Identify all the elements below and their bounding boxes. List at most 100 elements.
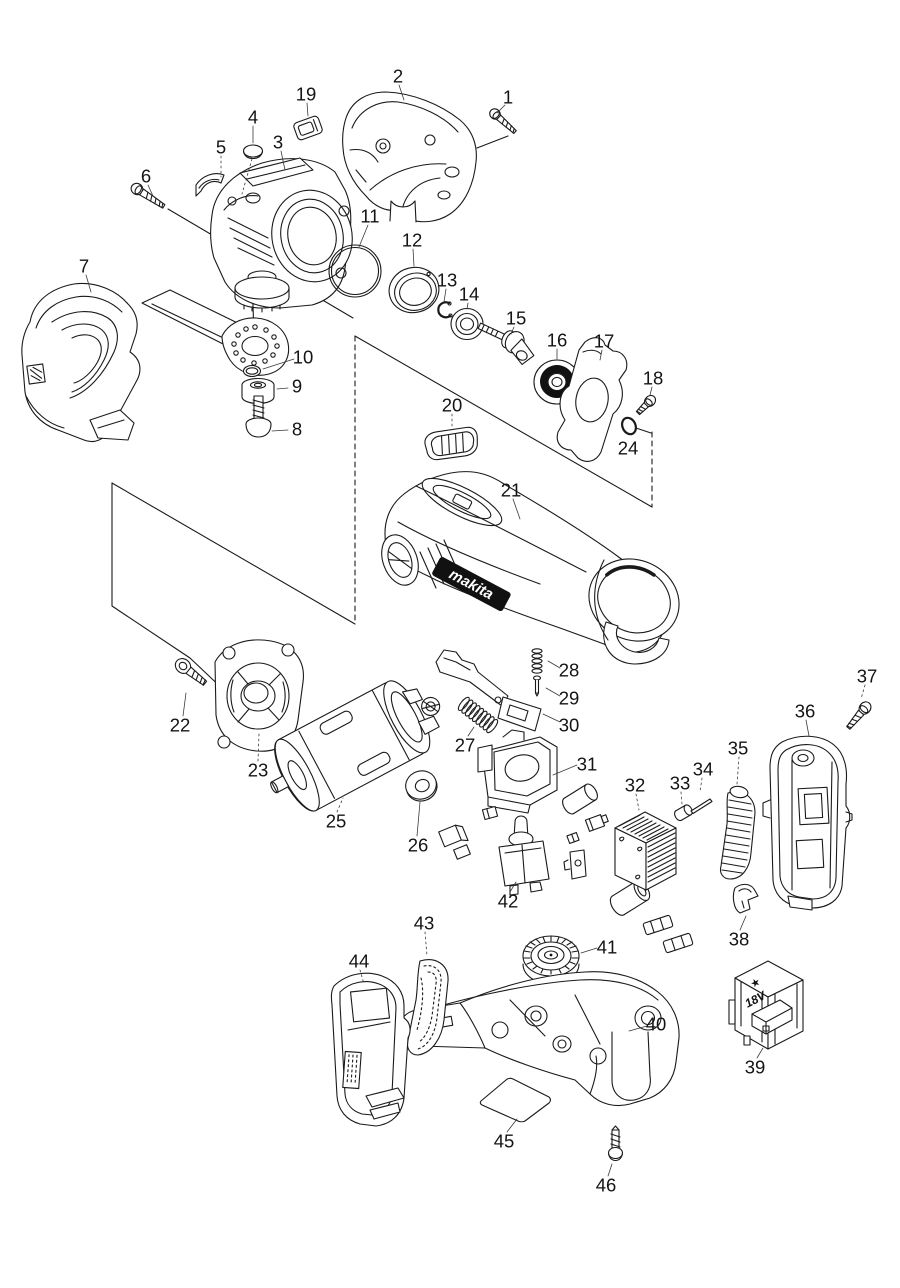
part-17-bearing-retainer-plate	[556, 337, 628, 462]
part-11-o-ring-large	[328, 244, 382, 298]
part-36-housing-half-right	[762, 735, 853, 911]
leader-line-42	[509, 881, 517, 893]
part-label-21: 21	[501, 479, 522, 500]
part-18-machine-screw	[635, 394, 657, 416]
part-33-sleeve	[674, 804, 693, 822]
part-44-housing-cover-left	[330, 972, 411, 1127]
part-label-8: 8	[292, 418, 302, 439]
leader-line-37	[860, 684, 866, 700]
part-23-bearing-retainer	[214, 639, 304, 752]
leader-line-12	[412, 248, 415, 267]
leader-line-6	[147, 184, 154, 197]
part-label-42: 42	[498, 890, 519, 911]
part-label-45: 45	[494, 1130, 515, 1151]
part-label-2: 2	[393, 65, 403, 86]
part-24-o-ring	[621, 416, 637, 436]
part-14-ball-bearing	[450, 307, 484, 341]
small-part-connector-b	[481, 805, 499, 821]
part-label-30: 30	[559, 714, 580, 735]
leader-line-28	[547, 660, 561, 669]
small-part-cylinder-a	[562, 783, 598, 815]
part-label-32: 32	[625, 774, 646, 795]
part-label-1: 1	[503, 86, 513, 107]
part-8-pan-head-bolt	[245, 395, 272, 438]
leader-line-1	[496, 104, 506, 114]
part-label-11: 11	[360, 205, 379, 226]
part-19-switch-cap	[293, 115, 323, 141]
partition-lines	[111, 135, 653, 695]
leader-line-21	[512, 498, 521, 520]
part-label-28: 28	[559, 659, 580, 680]
part-label-18: 18	[643, 367, 664, 388]
part-34-pin-thin	[690, 798, 713, 815]
leader-line-38	[739, 915, 747, 931]
part-label-12: 12	[402, 229, 423, 250]
part-label-25: 25	[326, 810, 347, 831]
part-label-34: 34	[693, 758, 714, 779]
leader-line-44	[359, 969, 365, 985]
part-13-retaining-ring	[437, 301, 453, 319]
part-label-40: 40	[646, 1013, 667, 1034]
part-25-motor	[270, 680, 441, 812]
leader-line-34	[699, 777, 703, 793]
part-31-switch-holder	[477, 729, 558, 814]
leader-line-45	[506, 1118, 518, 1133]
part-7-front-cover	[21, 282, 141, 443]
part-38-clip	[732, 883, 759, 914]
part-label-44: 44	[349, 950, 370, 971]
small-part-connector-a	[584, 814, 609, 832]
leader-line-43	[424, 931, 428, 957]
leader-line-17	[599, 349, 603, 361]
part-label-29: 29	[559, 687, 580, 708]
part-29-pin	[532, 675, 542, 697]
part-30-actuator-lever	[435, 649, 542, 732]
part-label-24: 24	[618, 437, 639, 458]
part-20-slide-switch-button	[424, 426, 478, 461]
part-2-top-housing-cover	[342, 91, 477, 223]
part-32-controller	[614, 811, 677, 891]
part-4-cap	[242, 144, 264, 160]
part-label-10: 10	[293, 346, 314, 367]
leader-line-35	[736, 756, 740, 785]
leader-line-10	[262, 358, 295, 370]
part-label-31: 31	[577, 753, 598, 774]
part-label-3: 3	[273, 131, 283, 152]
part-label-4: 4	[248, 106, 258, 127]
leader-line-14	[466, 302, 469, 310]
leader-line-18	[649, 386, 653, 396]
small-part-block-pair	[438, 824, 471, 860]
leader-line-11	[358, 224, 369, 248]
part-27-compression-spring	[457, 696, 499, 734]
part-label-15: 15	[506, 307, 527, 328]
part-label-22: 22	[170, 714, 191, 735]
part-37-tapping-screw-right	[846, 701, 872, 730]
part-35-flexible-conduit	[719, 785, 756, 880]
part-label-46: 46	[596, 1174, 617, 1195]
leader-line-8	[271, 429, 289, 432]
part-label-14: 14	[459, 283, 480, 304]
part-label-13: 13	[437, 269, 458, 290]
part-26-rubber-ring	[405, 770, 438, 802]
part-12-felt-ring	[388, 266, 440, 314]
part-46-tapping-screw-bottom	[607, 1125, 624, 1162]
leader-line-7	[85, 274, 92, 293]
leader-line-4	[241, 158, 253, 195]
leader-line-13	[443, 288, 447, 303]
part-label-9: 9	[292, 375, 302, 396]
part-label-39: 39	[745, 1056, 766, 1077]
part-label-5: 5	[216, 136, 226, 157]
part-label-41: 41	[597, 936, 618, 957]
part-39-battery-terminal-block: ★ 18V	[728, 960, 804, 1050]
small-part-clip-pair	[642, 914, 694, 954]
part-label-6: 6	[141, 165, 151, 186]
part-45-name-plate-label	[479, 1077, 552, 1123]
accessory-blade	[141, 289, 290, 376]
leader-line-40	[628, 1025, 648, 1032]
leader-line-9	[276, 387, 289, 390]
part-label-33: 33	[670, 772, 691, 793]
part-label-17: 17	[594, 330, 615, 351]
part-41-speed-dial	[522, 935, 580, 985]
leader-line-36	[805, 719, 810, 737]
leader-line-22	[182, 692, 187, 717]
